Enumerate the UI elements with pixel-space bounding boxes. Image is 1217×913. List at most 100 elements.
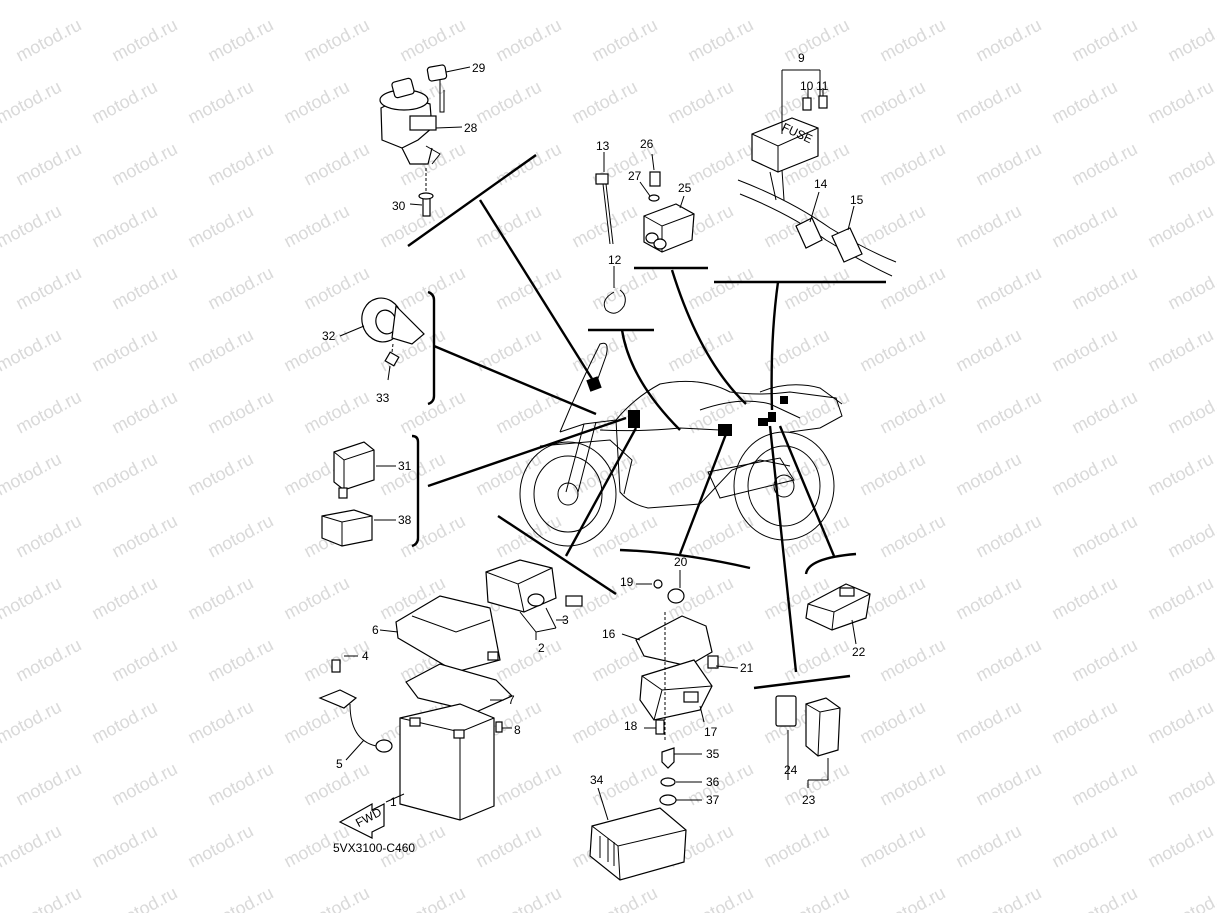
bracket-line — [407, 154, 537, 247]
watermark-text: motod.ru — [492, 139, 564, 190]
watermark-text: motod.ru — [1048, 201, 1120, 252]
watermark-text: motod.ru — [1048, 325, 1120, 376]
ignition-switch-group — [379, 64, 471, 217]
watermark-text: motod.ru — [0, 697, 65, 748]
watermark-text: motod.ru — [88, 201, 160, 252]
watermark-text: motod.ru — [1048, 0, 1120, 4]
watermark-text: motod.ru — [88, 821, 160, 872]
watermark-text: motod.ru — [1048, 449, 1120, 500]
watermark-text: motod.ru — [780, 387, 852, 438]
watermark-text: motod.ru — [684, 263, 756, 314]
callout-20: 20 — [674, 555, 688, 569]
watermark-text: motod.ru — [300, 387, 372, 438]
connector-lines — [427, 199, 836, 673]
watermark-text: motod.ru — [664, 449, 736, 500]
watermark-text: motod.ru — [760, 449, 832, 500]
watermark-text: motod.ru — [0, 325, 65, 376]
horn-group — [339, 297, 425, 381]
callout-7: 7 — [508, 693, 515, 707]
watermark-text: motod.ru — [684, 139, 756, 190]
callout-21: 21 — [740, 661, 754, 675]
watermark-text: motod.ru — [876, 635, 948, 686]
watermark-text: motod.ru — [952, 821, 1024, 872]
watermark-text: motod.ru — [184, 77, 256, 128]
watermark-text: motod.ru — [0, 449, 65, 500]
watermark-text: motod.ru — [492, 883, 564, 913]
bracket-line — [753, 674, 851, 690]
watermark-text: motod.ru — [856, 0, 928, 4]
watermark-text: motod.ru — [972, 883, 1044, 913]
watermark-text: motod.ru — [972, 759, 1044, 810]
bracket-line — [619, 548, 751, 570]
watermark-text: motod.ru — [588, 511, 660, 562]
watermark-text: motod.ru — [300, 139, 372, 190]
watermark-text: motod.ru — [300, 15, 372, 66]
callout-8: 8 — [514, 723, 521, 737]
connector-group — [775, 695, 841, 788]
watermark-text: motod.ru — [972, 15, 1044, 66]
watermark-text: motod.ru — [184, 573, 256, 624]
watermark-text: motod.ru — [1144, 821, 1216, 872]
watermark-text: motod.ru — [12, 387, 84, 438]
callout-34: 34 — [590, 773, 604, 787]
watermark-text: motod.ru — [1144, 449, 1216, 500]
watermark-text: motod.ru — [12, 263, 84, 314]
watermark-text: motod.ru — [1164, 759, 1217, 810]
watermark-text: motod.ru — [88, 449, 160, 500]
watermark-text: motod.ru — [1068, 139, 1140, 190]
watermark-text: motod.ru — [184, 0, 256, 4]
watermark-text: motod.ru — [1068, 635, 1140, 686]
watermark-text: motod.ru — [280, 201, 352, 252]
watermark-text: motod.ru — [12, 635, 84, 686]
watermark-text: motod.ru — [876, 263, 948, 314]
watermark-text: motod.ru — [568, 0, 640, 4]
watermark-text: motod.ru — [1164, 883, 1217, 913]
callout-13: 13 — [596, 139, 610, 153]
watermark-text: motod.ru — [1164, 387, 1217, 438]
callout-36: 36 — [706, 775, 720, 789]
watermark-text: motod.ru — [472, 0, 544, 4]
motorcycle-outline — [519, 342, 843, 547]
watermark-text: motod.ru — [684, 15, 756, 66]
watermark-text: motod.ru — [684, 511, 756, 562]
watermark-text: motod.ru — [204, 883, 276, 913]
watermark-text: motod.ru — [780, 15, 852, 66]
watermark-text: motod.ru — [184, 697, 256, 748]
watermark-text: motod.ru — [88, 0, 160, 4]
watermark-text: motod.ru — [664, 325, 736, 376]
watermark-text: motod.ru — [300, 883, 372, 913]
watermark-text: motod.ru — [876, 759, 948, 810]
watermark-text: motod.ru — [1068, 15, 1140, 66]
callout-26: 26 — [640, 137, 654, 151]
watermark-text: motod.ru — [664, 0, 736, 4]
watermark-text: motod.ru — [856, 449, 928, 500]
watermark-text: motod.ru — [108, 883, 180, 913]
watermark-text: motod.ru — [1144, 201, 1216, 252]
watermark-text: motod.ru — [760, 821, 832, 872]
watermark-text: motod.ru — [1068, 387, 1140, 438]
watermark-text: motod.ru — [12, 759, 84, 810]
fuse-box-group: FUSE — [737, 69, 897, 277]
watermark-text: motod.ru — [972, 139, 1044, 190]
bracket-line — [411, 434, 420, 548]
watermark-text: motod.ru — [1068, 263, 1140, 314]
watermark-text: motod.ru — [588, 883, 660, 913]
watermark-text: motod.ru — [12, 511, 84, 562]
watermark-text: motod.ru — [280, 325, 352, 376]
callout-14: 14 — [814, 177, 828, 191]
callout-22: 22 — [852, 645, 866, 659]
watermark-text: motod.ru — [1144, 0, 1216, 4]
callout-2: 2 — [538, 641, 545, 655]
callout-27: 27 — [628, 169, 642, 183]
watermark-text: motod.ru — [1164, 511, 1217, 562]
callout-15: 15 — [850, 193, 864, 207]
watermark-text: motod.ru — [280, 77, 352, 128]
watermark-text: motod.ru — [684, 883, 756, 913]
watermark-text: motod.ru — [972, 635, 1044, 686]
igniter-group — [589, 570, 739, 881]
watermark-text: motod.ru — [952, 697, 1024, 748]
watermark-text: motod.ru — [952, 201, 1024, 252]
watermark-text: motod.ru — [952, 325, 1024, 376]
watermark-text: motod.ru — [204, 263, 276, 314]
watermark-text: motod.ru — [568, 201, 640, 252]
